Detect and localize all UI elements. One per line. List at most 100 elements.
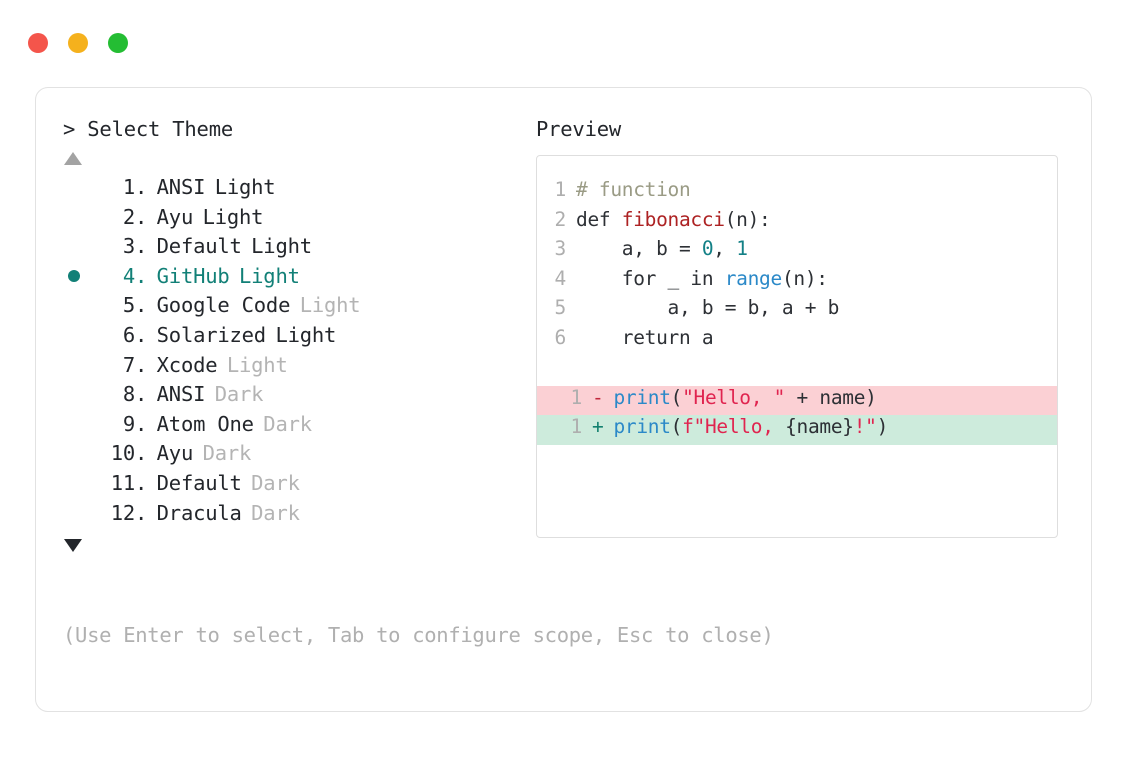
code-line: 5 a, b = b, a + b xyxy=(537,296,1057,326)
theme-list-item[interactable]: 3. Default Light xyxy=(63,234,533,264)
theme-item-variant: Dark xyxy=(263,411,312,436)
code-line-number: 2 xyxy=(554,207,567,231)
theme-list-item[interactable]: 10. Ayu Dark xyxy=(63,441,533,471)
theme-list-item[interactable]: 9. Atom One Dark xyxy=(63,412,533,442)
code-token: range xyxy=(724,266,783,290)
scroll-down-arrow-icon[interactable] xyxy=(64,539,82,553)
theme-item-name: Default xyxy=(156,234,242,259)
theme-item-index-dot: . xyxy=(135,234,148,259)
theme-item-index: 7 xyxy=(122,352,135,377)
code-token: return a xyxy=(576,325,714,349)
theme-item-variant: Light xyxy=(299,293,361,318)
theme-item-index: 3 xyxy=(122,234,135,259)
theme-item-variant: Light xyxy=(239,263,300,288)
theme-item-index-dot: . xyxy=(135,411,148,436)
theme-item-index: 10 xyxy=(110,441,135,466)
theme-item-variant: Dark xyxy=(214,382,264,407)
diff-line-del: 1-print("Hello, " + name) xyxy=(537,385,1057,416)
code-token: ( xyxy=(670,415,683,439)
diff-sample: 1-print("Hello, " + name)1+print(f"Hello… xyxy=(537,385,1057,445)
code-token: ) xyxy=(876,415,889,439)
theme-item-name: Xcode xyxy=(156,352,218,377)
code-line: 3 a, b = 0, 1 xyxy=(537,237,1057,267)
theme-item-variant: Dark xyxy=(202,441,252,466)
code-line: 6 return a xyxy=(537,326,1057,356)
code-line: 1# function xyxy=(537,178,1057,208)
theme-item-variant: Light xyxy=(202,204,264,229)
theme-item-name: Google Code xyxy=(156,293,291,318)
code-line-number: 5 xyxy=(554,296,567,320)
theme-item-index: 11 xyxy=(110,470,135,495)
theme-item-variant: Light xyxy=(214,175,276,199)
theme-item-index: 5 xyxy=(122,293,135,318)
code-line-text: a, b = 0, 1 xyxy=(566,237,748,260)
code-token: 1 xyxy=(736,237,748,261)
code-line-text: def fibonacci(n): xyxy=(566,208,771,231)
code-token: a, b = b, a + b xyxy=(576,296,840,320)
code-token: for _ in xyxy=(576,266,725,290)
theme-item-index-dot: . xyxy=(135,470,148,495)
close-window-button[interactable] xyxy=(28,33,48,53)
code-line-number: 1 xyxy=(554,178,567,201)
theme-item-name: Default xyxy=(156,470,242,495)
diff-line-text: print(f"Hello, {name}!") xyxy=(603,415,888,438)
code-line-number: 3 xyxy=(554,237,567,261)
keyboard-hint: (Use Enter to select, Tab to configure s… xyxy=(63,623,774,647)
theme-item-variant: Light xyxy=(251,234,312,259)
code-line-number: 6 xyxy=(554,325,567,349)
code-line-text: return a xyxy=(566,325,714,349)
scroll-up-arrow-icon[interactable] xyxy=(64,152,82,165)
code-token: print xyxy=(613,385,671,409)
theme-item-variant: Dark xyxy=(251,470,300,495)
code-line-text: for _ in range(n): xyxy=(566,267,828,290)
diff-marker: + xyxy=(592,415,604,439)
theme-list-item[interactable]: 11. Default Dark xyxy=(63,471,533,501)
diff-line-number: 1 xyxy=(570,385,583,409)
theme-item-index: 1 xyxy=(122,175,135,199)
minimize-window-button[interactable] xyxy=(68,33,88,53)
code-spacer xyxy=(537,356,1057,386)
theme-item-name: Solarized xyxy=(156,322,266,347)
code-token: !" xyxy=(853,415,877,439)
theme-item-index: 12 xyxy=(110,500,135,525)
code-token: print xyxy=(613,415,671,439)
diff-line-text: print("Hello, " + name) xyxy=(603,386,876,409)
diff-marker: - xyxy=(592,385,604,409)
diff-line-add: 1+print(f"Hello, {name}!") xyxy=(537,415,1057,445)
theme-item-index-dot: . xyxy=(135,293,148,318)
theme-item-name: GitHub xyxy=(156,263,230,288)
theme-item-index-dot: . xyxy=(135,352,148,377)
theme-item-name: Atom One xyxy=(156,411,254,436)
code-token: + name) xyxy=(785,385,877,409)
theme-item-variant: Dark xyxy=(251,500,300,525)
theme-item-name: ANSI xyxy=(156,382,206,407)
theme-list-item[interactable]: 5. Google Code Light xyxy=(63,293,533,323)
maximize-window-button[interactable] xyxy=(108,33,128,53)
theme-item-index-dot: . xyxy=(135,263,148,288)
theme-item-index: 2 xyxy=(122,204,135,229)
theme-item-index-dot: . xyxy=(135,441,148,466)
code-token: f"Hello, xyxy=(682,415,786,439)
theme-item-index-dot: . xyxy=(135,382,148,407)
theme-item-name: ANSI xyxy=(156,175,206,199)
theme-item-index: 8 xyxy=(122,382,135,407)
code-token: def xyxy=(576,207,622,231)
code-line-number: 4 xyxy=(554,266,567,290)
code-token: a, b = xyxy=(576,237,702,261)
code-token: 0 xyxy=(701,237,714,261)
theme-list-item[interactable]: 8. ANSI Dark xyxy=(63,382,533,412)
theme-item-index: 9 xyxy=(122,411,135,436)
theme-item-name: Ayu xyxy=(156,441,194,466)
theme-item-index-dot: . xyxy=(135,322,148,347)
